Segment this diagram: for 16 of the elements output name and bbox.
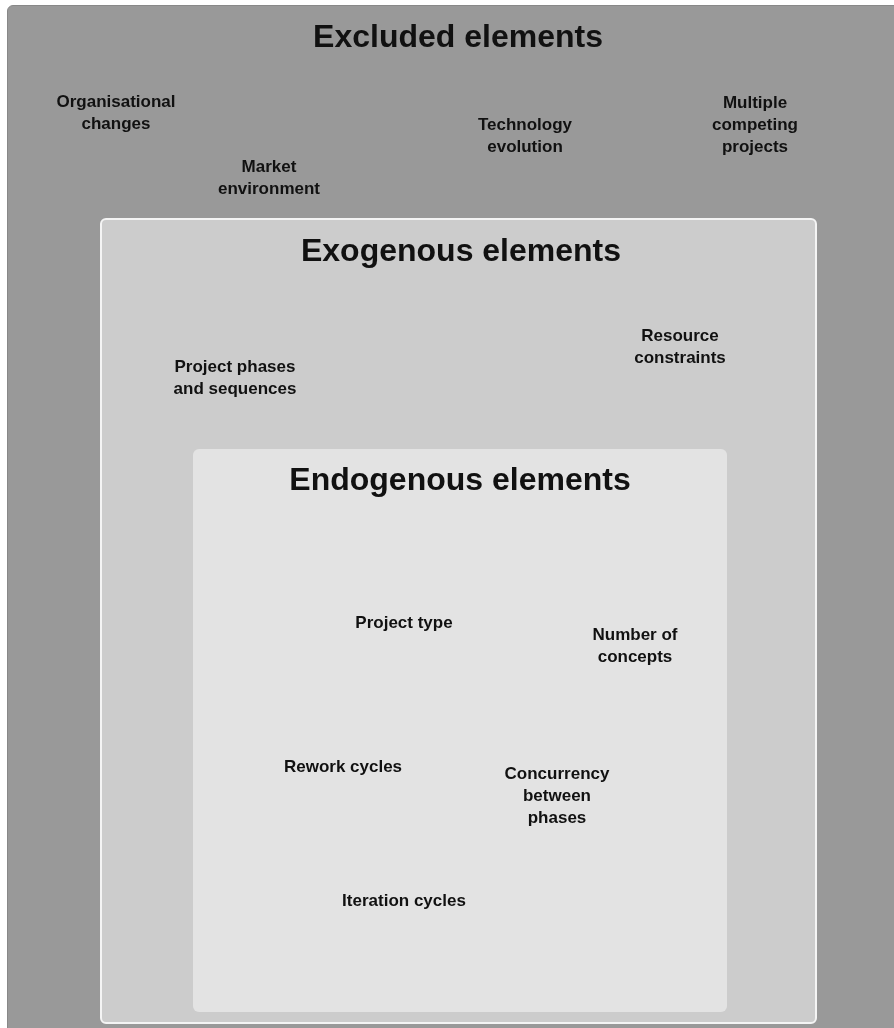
element-label: Market environment	[217, 156, 321, 200]
element-label: Concurrency between phases	[503, 763, 611, 829]
region-title: Exogenous elements	[300, 231, 622, 269]
region-panel	[100, 218, 817, 1024]
region-title: Endogenous elements	[289, 460, 631, 498]
region-title: Excluded elements	[313, 17, 603, 55]
element-label: Organisational changes	[55, 91, 177, 135]
element-label: Project phases and sequences	[172, 356, 298, 400]
element-label: Multiple competing projects	[711, 92, 799, 158]
element-label: Iteration cycles	[341, 890, 467, 912]
region-panel	[7, 5, 894, 1028]
element-label: Project type	[354, 612, 454, 634]
element-label: Number of concepts	[591, 624, 679, 668]
element-label: Resource constraints	[633, 325, 727, 369]
element-label: Rework cycles	[282, 756, 404, 778]
element-label: Technology evolution	[476, 114, 574, 158]
